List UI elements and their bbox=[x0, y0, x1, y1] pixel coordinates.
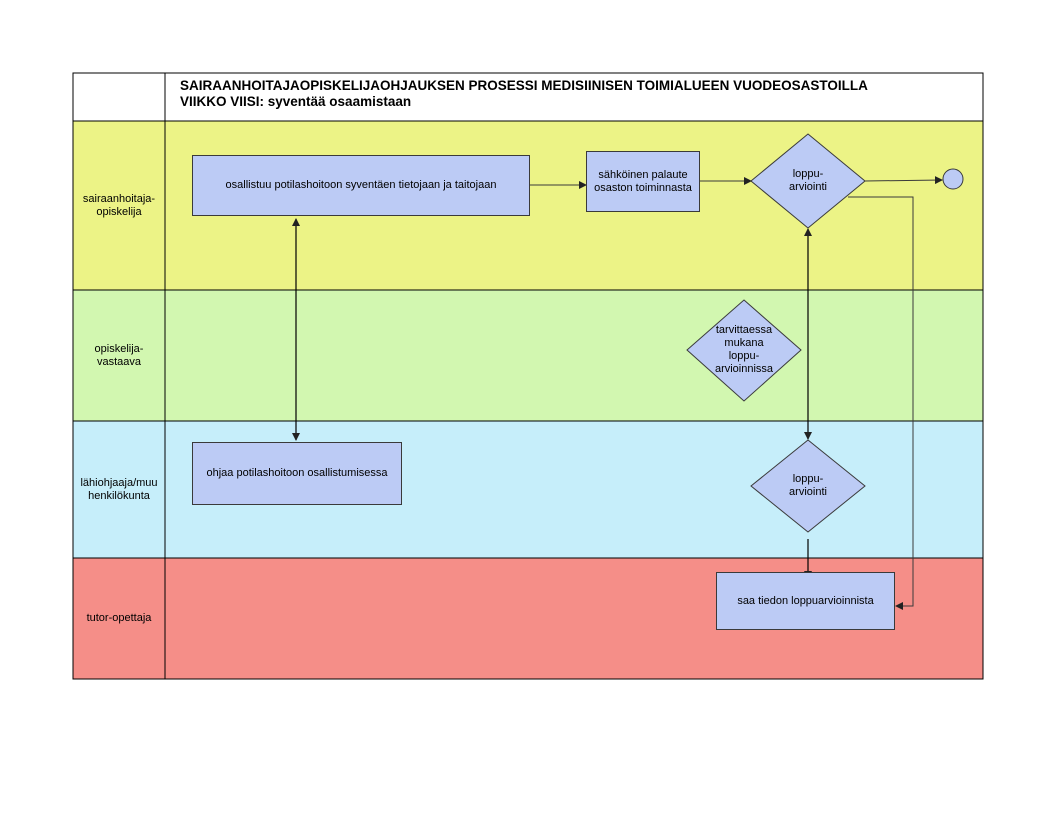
end-event bbox=[942, 168, 964, 190]
lane-label-tutor: tutor-opettaja bbox=[73, 558, 165, 679]
arrow-loppuarviointi-to-saa-tiedon bbox=[848, 196, 914, 610]
decision-label-loppuarviointi-mid: loppu-arviointi bbox=[768, 466, 848, 506]
task-label: ohjaa potilashoitoon osallistumisessa bbox=[206, 467, 388, 479]
decision-label-line: tarvittaessa bbox=[715, 324, 773, 336]
lane-label-line: opiskelija bbox=[96, 205, 142, 218]
arrow-loppuarviointi-to-end bbox=[864, 176, 943, 185]
decision-loppuarviointi-mid bbox=[750, 439, 866, 533]
lane-opiskelijavastaava-bg bbox=[72, 289, 984, 422]
decision-label-loppuarviointi-top: loppu-arviointi bbox=[768, 160, 848, 202]
decision-label-line: loppu- bbox=[792, 473, 824, 485]
lane-label-line: henkilökunta bbox=[88, 489, 150, 502]
decision-label-line: arvioinnissa bbox=[714, 363, 774, 375]
lane-label-line: vastaava bbox=[96, 355, 141, 368]
title-line-1: SAIRAANHOITAJAOPISKELIJAOHJAUKSEN PROSES… bbox=[180, 78, 868, 93]
decision-label-line: loppu- bbox=[792, 168, 824, 180]
lane-label-line: sairaanhoitaja- bbox=[82, 192, 156, 205]
task-ohjaa-potilashoitoon: ohjaa potilashoitoon osallistumisessa bbox=[192, 442, 402, 505]
title-week: VIIKKO VIISI: bbox=[180, 94, 268, 109]
lane-label-opiskelijavastaava: opiskelija-vastaava bbox=[73, 290, 165, 421]
task-label: saa tiedon loppuarvioinnista bbox=[737, 594, 874, 607]
task-saa-tiedon: saa tiedon loppuarvioinnista bbox=[716, 572, 895, 630]
task-osallistuu-potilashoitoon: osallistuu potilashoitoon syventäen tiet… bbox=[192, 155, 530, 216]
decision-label-line: arviointi bbox=[789, 486, 827, 498]
task-label: osallistuu potilashoitoon syventäen tiet… bbox=[225, 179, 497, 191]
lane-label-line: tutor-opettaja bbox=[86, 612, 152, 624]
lane-label-line: lähiohjaaja/muu bbox=[80, 476, 158, 489]
decision-label-tarvittaessa: tarvittaessa mukana loppu- arvioinnissa bbox=[700, 322, 788, 378]
lane-label-sairaanhoitaja: sairaanhoitaja-opiskelija bbox=[73, 121, 165, 290]
decision-label-line: loppu- bbox=[728, 350, 760, 362]
decision-tarvittaessa bbox=[686, 299, 802, 402]
header-row bbox=[72, 72, 984, 122]
diagram-title: SAIRAANHOITAJAOPISKELIJAOHJAUKSEN PROSES… bbox=[180, 78, 970, 110]
title-line-2: VIIKKO VIISI: syventää osaamistaan bbox=[180, 94, 970, 110]
task-label: osaston toiminnasta bbox=[594, 181, 692, 194]
decision-label-line: arviointi bbox=[789, 181, 827, 193]
decision-label-line: mukana bbox=[724, 337, 764, 349]
task-label: sähköinen palaute bbox=[598, 168, 688, 181]
title-week-rest: syventää osaamistaan bbox=[267, 94, 412, 109]
lane-label-line: opiskelija- bbox=[94, 342, 144, 355]
